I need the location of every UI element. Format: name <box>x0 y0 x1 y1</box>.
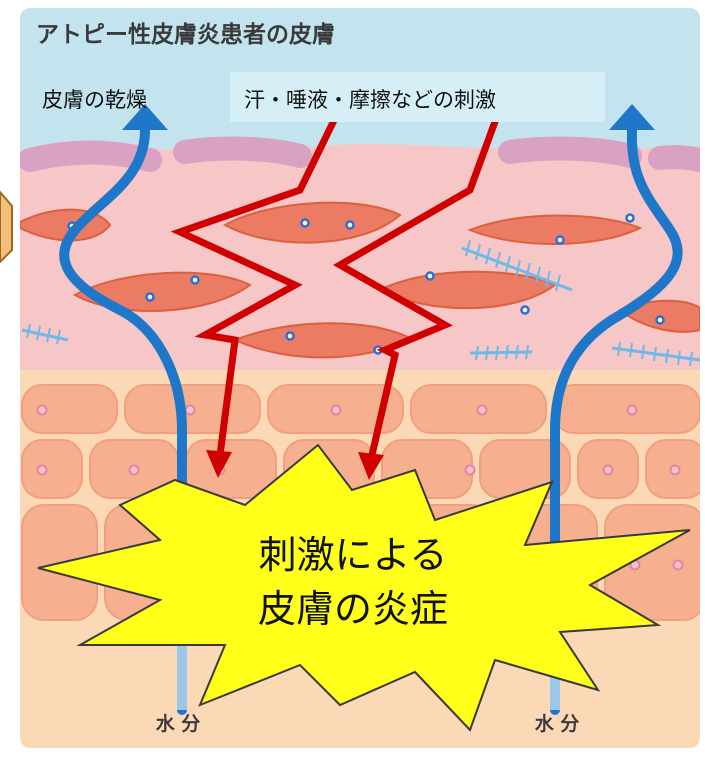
water-label-left: 水 分 <box>156 713 201 735</box>
stimuli-label: 汗・唾液・摩擦などの刺激 <box>244 88 496 112</box>
callout-line2: 皮膚の炎症 <box>258 587 448 631</box>
dryness-label: 皮膚の乾燥 <box>42 88 147 112</box>
edge-arrow-fragment <box>0 192 12 262</box>
diagram-title: アトピー性皮膚炎患者の皮膚 <box>36 21 335 48</box>
water-label-right: 水 分 <box>535 713 580 735</box>
callout-line1: 刺激による <box>259 533 448 577</box>
